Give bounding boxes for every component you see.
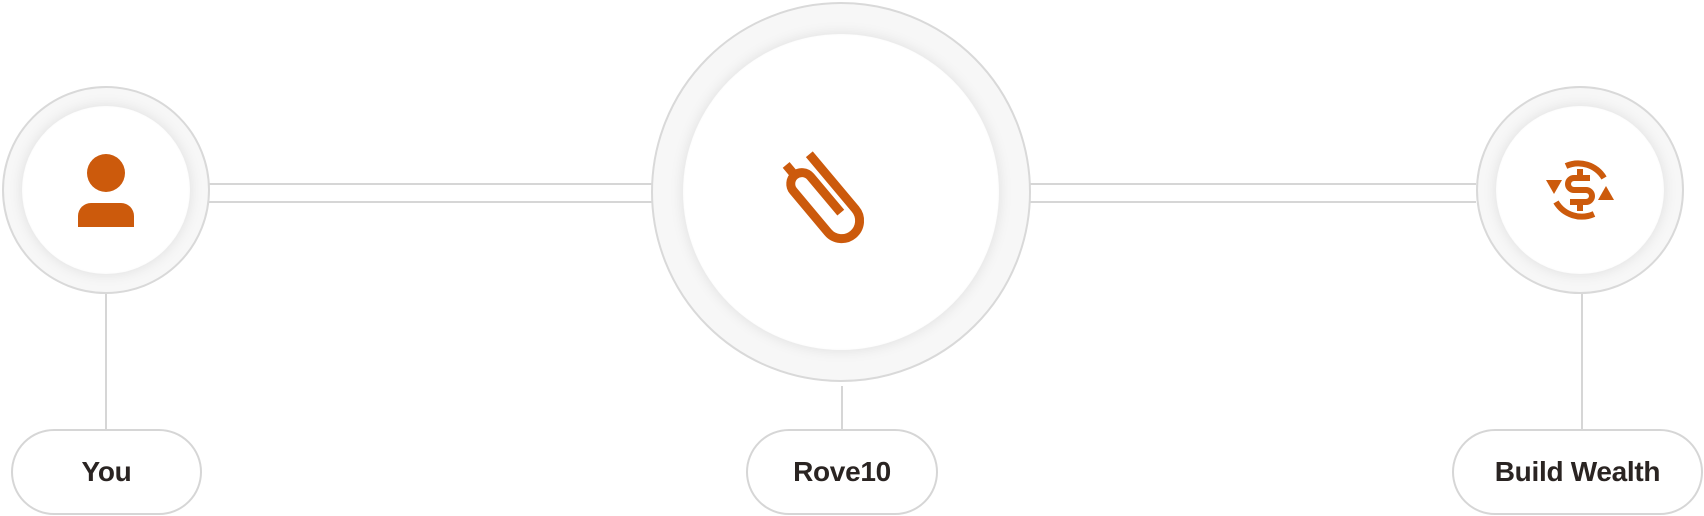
label-rove10: Rove10: [746, 429, 938, 515]
node-build-wealth: [1476, 86, 1684, 294]
dollar-cycle-icon: [1546, 160, 1614, 220]
connector-you-rove10: [206, 183, 652, 203]
label-you: You: [11, 429, 202, 515]
person-icon: [78, 154, 134, 227]
connector-rove10-build-wealth: [1030, 183, 1476, 203]
label-build-wealth: Build Wealth: [1452, 429, 1703, 515]
node-you: [2, 86, 210, 294]
node-rove10: [651, 2, 1031, 382]
connector-you-label: [105, 294, 107, 429]
paperclip-icon: [778, 151, 865, 244]
connector-build-wealth-label: [1581, 294, 1583, 429]
connector-rove10-label: [841, 386, 843, 429]
